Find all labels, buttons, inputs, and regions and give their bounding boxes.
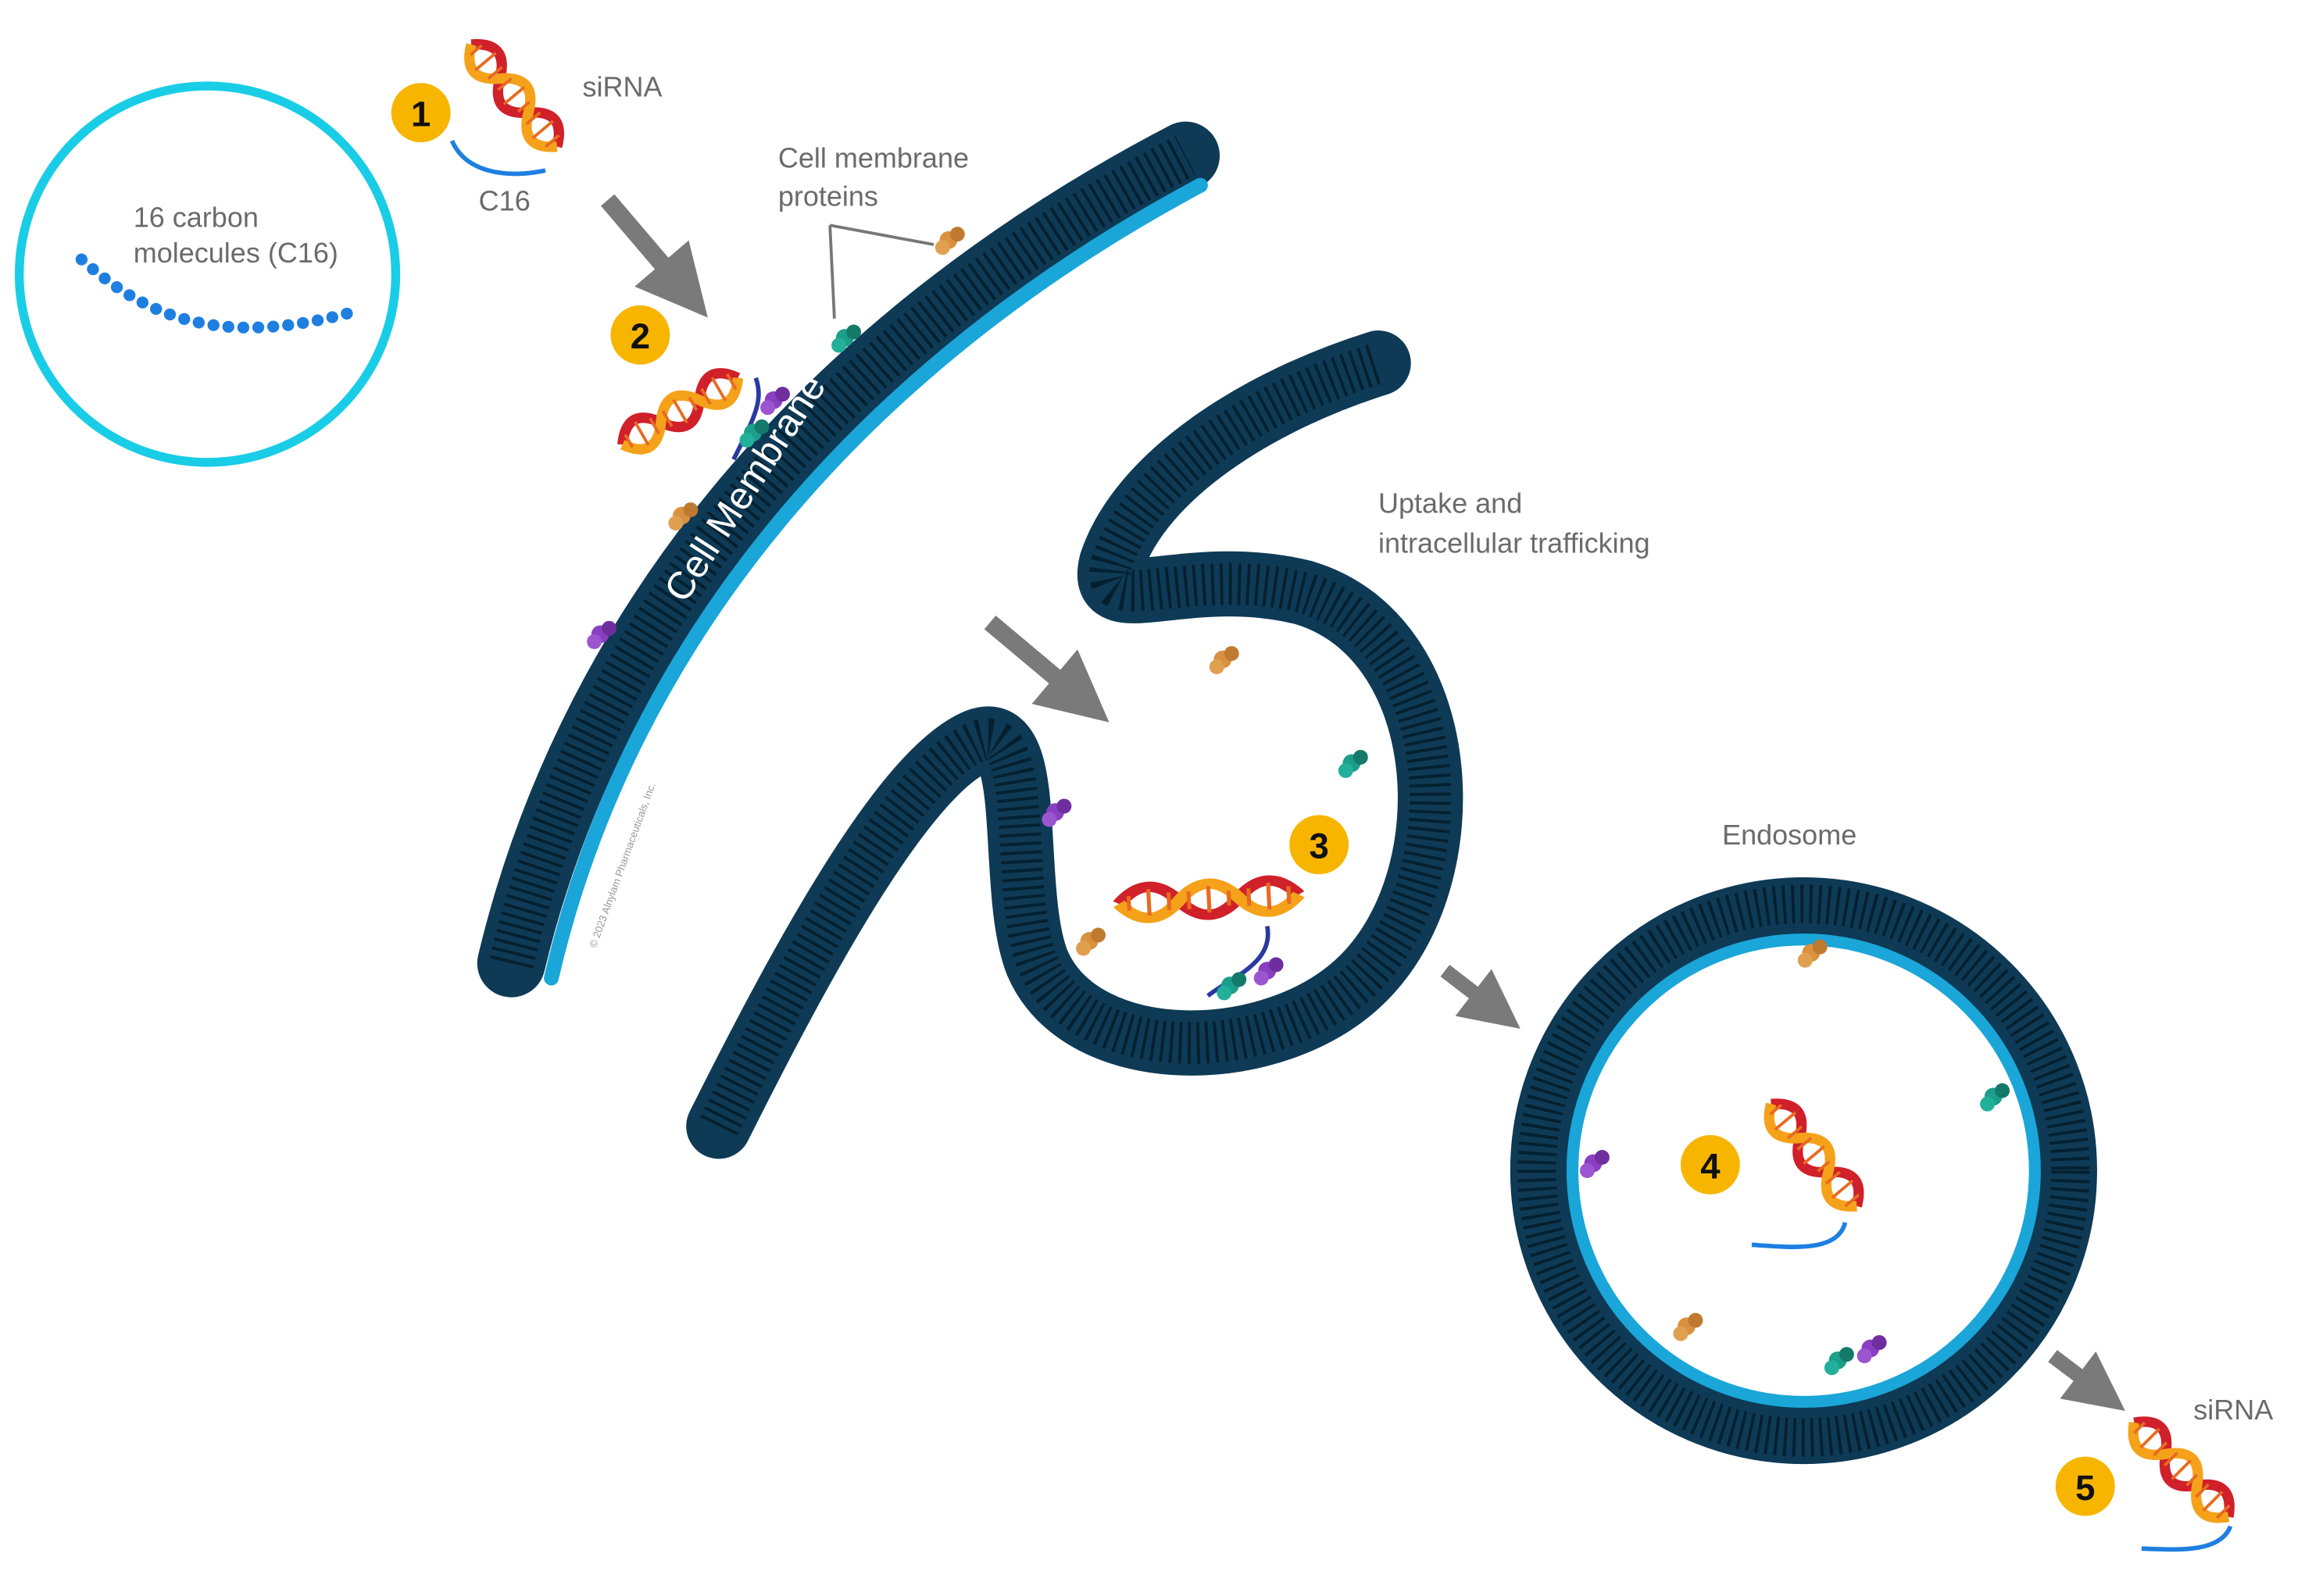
- protein-icon: [1673, 1312, 1703, 1341]
- step-badge-2: 2: [610, 305, 670, 365]
- inset-label-1: 16 carbon: [134, 201, 259, 233]
- sirna-label-bottom: siRNA: [2193, 1394, 2273, 1426]
- pointer-lines: [828, 223, 934, 319]
- c16-chain-icon: [75, 253, 362, 334]
- sirna-icon: [459, 34, 569, 156]
- c16-label: C16: [479, 184, 531, 216]
- c16-tail-icon: [449, 140, 546, 177]
- c16-tail-icon: [1206, 926, 1270, 998]
- protein-icon: [934, 227, 965, 255]
- c16-tail-icon: [731, 377, 761, 461]
- step-badge-3: 3: [1289, 815, 1349, 875]
- uptake-label-2: intracellular trafficking: [1378, 527, 1650, 559]
- inset-ring: [14, 81, 401, 467]
- svg-text:3: 3: [1309, 827, 1328, 866]
- arrow-icon: [984, 616, 1110, 723]
- step-badge-5: 5: [2055, 1456, 2115, 1516]
- step-badge-4: 4: [1680, 1135, 1740, 1194]
- membrane-proteins-label-1: Cell membrane: [778, 141, 969, 173]
- uptake-label-1: Uptake and: [1378, 487, 1522, 519]
- protein-icon: [1209, 646, 1239, 675]
- svg-text:5: 5: [2075, 1468, 2095, 1508]
- protein-icon: [1217, 972, 1247, 1001]
- c16-tail-icon: [1751, 1222, 1848, 1249]
- protein-icon: [1076, 927, 1106, 956]
- arrow-icon: [1440, 964, 1520, 1029]
- sirna-icon: [1118, 879, 1299, 919]
- sirna-icon: [1759, 1094, 1868, 1216]
- sirna-icon: [2123, 1412, 2239, 1528]
- inset-label-2: molecules (C16): [134, 237, 338, 269]
- arrow-icon: [2048, 1350, 2125, 1411]
- endosome-label: Endosome: [1722, 819, 1856, 851]
- membrane-proteins-label-2: proteins: [778, 180, 878, 212]
- sirna-label-top: siRNA: [582, 70, 662, 102]
- c16-inset: 16 carbon molecules (C16): [14, 81, 401, 467]
- svg-text:2: 2: [631, 316, 650, 356]
- protein-icon: [1338, 749, 1368, 778]
- step-badge-1: 1: [391, 83, 451, 143]
- svg-text:1: 1: [411, 95, 431, 134]
- invaginating-membrane: [686, 330, 1463, 1159]
- svg-text:4: 4: [1700, 1146, 1721, 1186]
- protein-icon: [1579, 1149, 1610, 1179]
- protein-icon: [1824, 1347, 1854, 1376]
- protein-icon: [1856, 1335, 1887, 1364]
- protein-icon: [1980, 1083, 2010, 1112]
- arrow-icon: [601, 194, 708, 318]
- c16-tail-icon: [2141, 1525, 2233, 1552]
- sirna-icon: [615, 365, 746, 459]
- endosome: [1510, 877, 2097, 1465]
